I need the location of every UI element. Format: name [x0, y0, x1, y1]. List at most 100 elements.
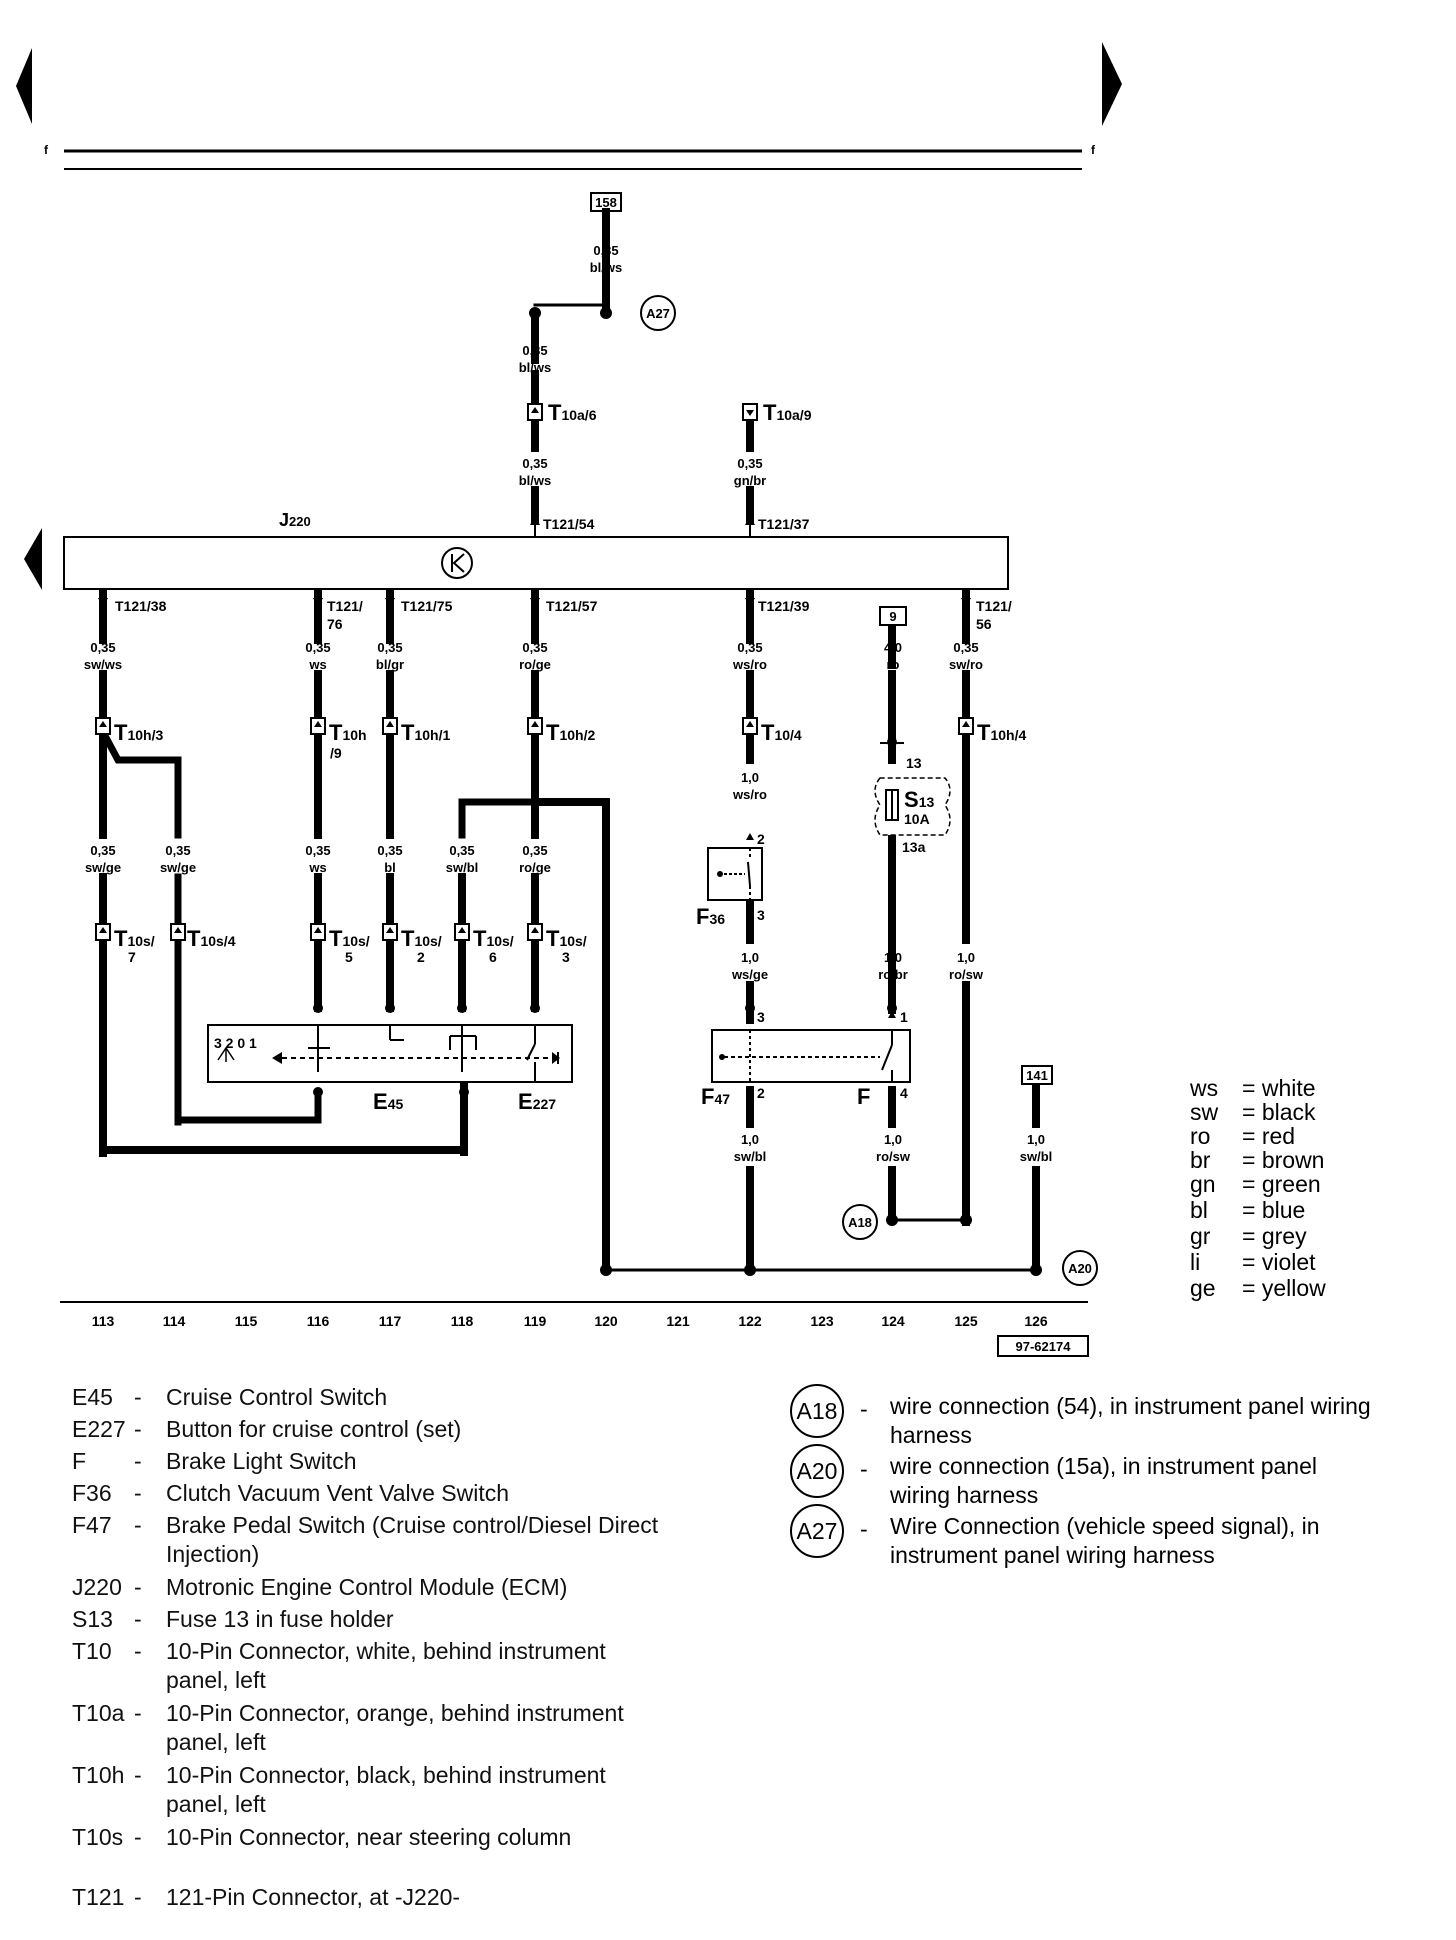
wire-label: 0,35 [90, 640, 115, 655]
s13-pin-in: 13 [906, 755, 922, 771]
connection-desc: wiring harness [890, 1482, 1039, 1508]
ref-9: 9 [889, 609, 896, 624]
connector-label: T10s/ [329, 926, 370, 951]
connector-label: 6 [489, 949, 497, 965]
ecm-continuation-arrow-icon [24, 528, 42, 590]
switch-e45-e227: 3 2 0 1 E45 E227 [207, 1024, 573, 1114]
legend-desc: 10-Pin Connector, white, behind instrume… [166, 1638, 606, 1664]
pin-label: T121/54 [543, 516, 595, 532]
connector-label: 7 [128, 949, 136, 965]
wire-label: ro/br [878, 967, 908, 982]
legend-desc: Fuse 13 in fuse holder [166, 1606, 394, 1632]
junction-a20-label: A20 [1068, 1261, 1092, 1276]
ecm-symbol-icon [441, 547, 473, 579]
s13-pin-out: 13a [902, 839, 926, 855]
color-abbr: ws [1190, 1075, 1219, 1101]
connector-label: T10h/3 [114, 720, 163, 745]
junction-a18-label: A18 [848, 1215, 872, 1230]
component-legend: E45-Cruise Control Switch E227-Button fo… [72, 1384, 659, 1910]
pin-arrow-113 [98, 590, 108, 607]
junction-a20 [1062, 1250, 1098, 1286]
color-abbr: gr [1190, 1223, 1211, 1249]
pin-arrow-125 [961, 590, 971, 607]
connection-desc: Wire Connection (vehicle speed signal), … [890, 1513, 1320, 1539]
pin-label: T121/39 [758, 598, 810, 614]
connector-label: 2 [417, 949, 425, 965]
wire-label: 0,35 [737, 640, 762, 655]
prev-page-arrow-icon[interactable] [16, 48, 32, 124]
track-number: 113 [92, 1313, 115, 1329]
wire-label: 0,35 [165, 843, 190, 858]
wire-label: 0,35 [90, 843, 115, 858]
wire-label: ro [887, 657, 900, 672]
track-number: 116 [307, 1313, 330, 1329]
legend-desc: Button for cruise control (set) [166, 1416, 462, 1442]
wire-label: 1,0 [741, 1132, 759, 1147]
color-abbr: gn [1190, 1171, 1216, 1197]
wire-label: 1,0 [957, 950, 975, 965]
legend-desc: 10-Pin Connector, black, behind instrume… [166, 1762, 606, 1788]
f-label: F [857, 1084, 870, 1109]
s13-label: S13 [904, 787, 934, 812]
pin-label: T121/ [327, 598, 363, 614]
wire-label: ro/sw [949, 967, 984, 982]
color-name: = black [1242, 1099, 1316, 1125]
pin-label: 76 [327, 616, 343, 632]
legend-desc: panel, left [166, 1791, 266, 1817]
wire-label: bl/gr [376, 657, 404, 672]
fuse-s13: 13 S13 10A 13a [874, 742, 951, 855]
legend-code: J220 [72, 1574, 122, 1600]
color-name: = blue [1242, 1197, 1306, 1223]
wire-labels: 0,35 bl/ws 0,35 bl/ws 0,35 bl/ws 0,35 gn… [84, 243, 1052, 1164]
color-name: = violet [1242, 1249, 1316, 1275]
ref-box-9 [879, 606, 907, 626]
connector-label: T10s/ [473, 926, 514, 951]
track-number: 117 [379, 1313, 402, 1329]
f36-pin-out: 3 [757, 907, 765, 923]
pin-label: T121/38 [115, 598, 167, 614]
color-name: = green [1242, 1171, 1321, 1197]
legend-desc: panel, left [166, 1667, 266, 1693]
pin-arrow-122 [745, 590, 755, 607]
legend-code: F [72, 1448, 87, 1474]
legend-code: F36 [72, 1480, 112, 1506]
legend-desc: panel, left [166, 1729, 266, 1755]
legend-code: T10s [72, 1824, 124, 1850]
top-marker-right: f [1091, 143, 1096, 157]
connector-label: T10/4 [761, 720, 802, 745]
wire-label: ws/ro [732, 657, 767, 672]
color-abbr: ro [1190, 1123, 1211, 1149]
connector-label: T10a/9 [763, 400, 812, 425]
wire-label: bl/ws [590, 260, 623, 275]
legend-desc: Brake Light Switch [166, 1448, 357, 1474]
ecm-box [63, 536, 1009, 590]
wire-label: 0,35 [377, 640, 402, 655]
wire-label: 0,35 [449, 843, 474, 858]
wire-label: 1,0 [741, 770, 759, 785]
color-name: = white [1242, 1075, 1316, 1101]
legend-code: T10a [72, 1700, 125, 1726]
track-number: 123 [810, 1313, 834, 1329]
connector-symbols [95, 403, 974, 941]
wire-label: sw/bl [1020, 1149, 1053, 1164]
wire-label: sw/ge [160, 860, 196, 875]
wire-label: 0,35 [305, 843, 330, 858]
pin-arrow-119 [530, 590, 540, 607]
wire-label: 0,35 [522, 843, 547, 858]
next-page-arrow-icon[interactable] [1102, 42, 1122, 126]
pin-arrow-116 [313, 590, 323, 607]
f47-pin-out: 2 [757, 1085, 765, 1101]
legend-code: T10h [72, 1762, 125, 1788]
f-pin-out: 4 [900, 1085, 908, 1101]
switch-positions: 3 2 0 1 [214, 1035, 257, 1051]
wire-label: sw/ws [84, 657, 122, 672]
pin-arrow-117 [385, 590, 395, 607]
wire-label: 4,0 [884, 640, 902, 655]
wire-label: 0,35 [305, 640, 330, 655]
color-name: = red [1242, 1123, 1296, 1149]
connection-desc: harness [890, 1422, 972, 1448]
color-abbr: br [1190, 1147, 1211, 1173]
legend-code: S13 [72, 1606, 113, 1632]
connector-label: T10h/1 [401, 720, 450, 745]
junction-a27-label: A27 [646, 306, 670, 321]
